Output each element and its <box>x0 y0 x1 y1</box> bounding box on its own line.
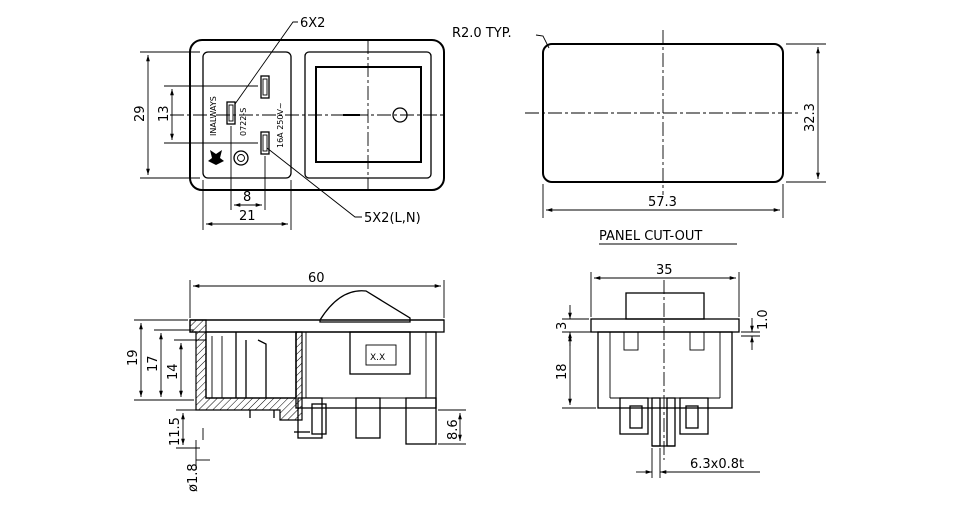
dim-1-0: 1.0 <box>756 309 771 330</box>
side-view: X.X 60 19 17 14 11.5 <box>126 271 466 492</box>
terminal-slot <box>260 75 270 99</box>
terminals-side-label: 5X2(L,N) <box>364 211 421 226</box>
panel-cutout-title: PANEL CUT-OUT <box>599 229 702 244</box>
end-view: 35 3 18 1.0 6.3x0.8t <box>555 263 771 478</box>
dim-8-6: 8.6 <box>446 419 461 440</box>
terminals-top-label: 6X2 <box>300 16 325 31</box>
dim-3: 3 <box>555 322 570 330</box>
end-body <box>597 331 733 409</box>
dim-13: 13 <box>157 105 172 122</box>
dim-14: 14 <box>166 363 181 380</box>
dim-60: 60 <box>308 271 325 286</box>
switch-body <box>295 331 437 409</box>
dim-29: 29 <box>133 105 148 122</box>
dim-d1-8: ø1.8 <box>186 463 201 492</box>
dim-11-5: 11.5 <box>168 417 183 446</box>
dim-35: 35 <box>656 263 673 278</box>
terminal-slot <box>260 131 270 155</box>
panel-cutout-view: R2.0 TYP. 32.3 57.3 PANEL CUT-OUT <box>452 26 826 245</box>
rocker-button <box>315 66 422 163</box>
rocker-side <box>319 290 411 323</box>
cert-circle-icon <box>233 150 249 166</box>
dim-57-3: 57.3 <box>648 195 677 210</box>
xx-box <box>365 344 397 366</box>
cert-mark-icon <box>208 150 224 165</box>
dim-18: 18 <box>555 363 570 380</box>
end-flange <box>590 318 740 333</box>
front-view: INALWAYS 0722-S 16A 250V~ 6X2 5X2(L,N) 2… <box>133 16 445 230</box>
rocker-end <box>625 292 705 320</box>
dim-21: 21 <box>239 209 256 224</box>
terminal-size-label: 6.3x0.8t <box>690 457 744 472</box>
radius-label: R2.0 TYP. <box>452 26 512 41</box>
dim-17: 17 <box>146 355 161 372</box>
xx-label: X.X <box>370 353 385 363</box>
model-label: 0722-S <box>239 108 248 136</box>
dim-8: 8 <box>243 190 251 205</box>
brand-label: INALWAYS <box>209 96 218 136</box>
dim-19: 19 <box>126 349 141 366</box>
rating-label: 16A 250V~ <box>276 102 285 148</box>
dim-32-3: 32.3 <box>803 103 818 132</box>
terminal-slot <box>226 101 236 125</box>
